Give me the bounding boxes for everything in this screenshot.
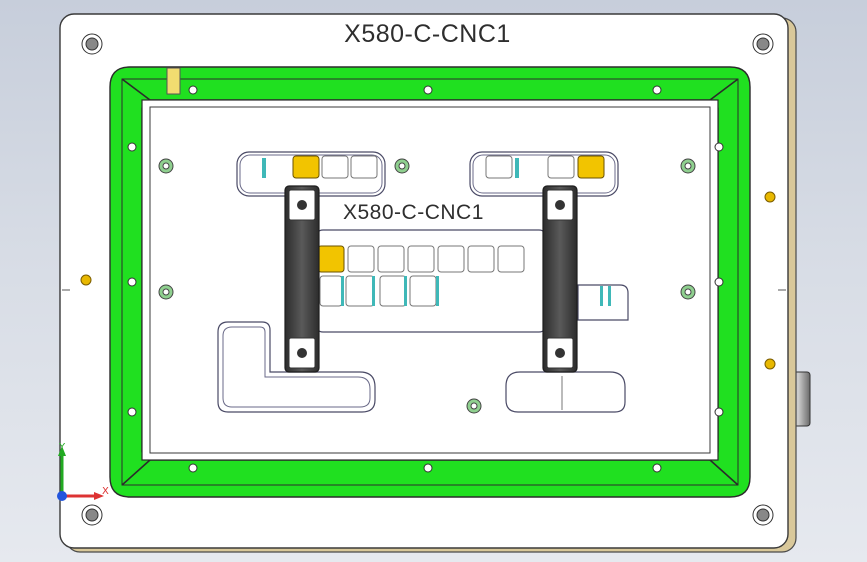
locating-stud xyxy=(80,191,776,370)
part-name-label: X580-C-CNC1 xyxy=(344,20,511,48)
screw-icon xyxy=(127,85,724,473)
pocket-lower-left xyxy=(217,321,376,413)
axis-y-label: Y xyxy=(59,442,66,453)
pocket-lower-right xyxy=(505,371,626,413)
fixture-name-label: X580-C-CNC1 xyxy=(343,201,484,224)
coordinate-triad-icon xyxy=(57,446,104,501)
axis-x-label: X xyxy=(102,486,109,497)
clamp-right xyxy=(542,185,578,373)
clamp-left xyxy=(284,185,320,373)
screw-icon xyxy=(81,33,774,526)
pocket-row-right xyxy=(469,151,619,197)
pocket-row-left xyxy=(236,151,386,197)
dowel-pin-icon xyxy=(158,158,696,414)
